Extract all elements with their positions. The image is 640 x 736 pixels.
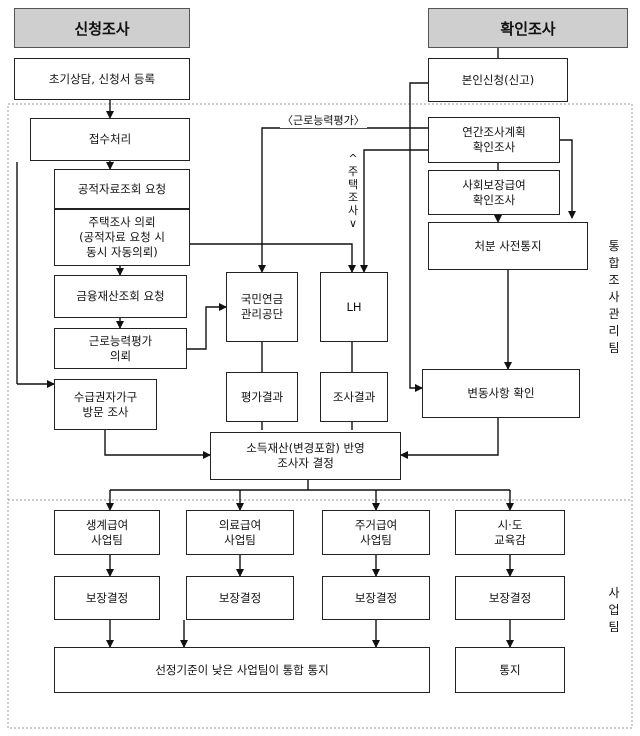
change-check-box: 변동사항 확인 [422, 369, 580, 418]
housing-request-box: 주택조사 의뢰 (공적자료 요청 시 동시 자동의뢰) [54, 209, 190, 266]
lh-box: LH [320, 272, 388, 342]
team-medical-box: 의료급여 사업팀 [186, 510, 294, 555]
public-data-box: 공적자료조회 요청 [54, 169, 190, 209]
survey-result-box: 조사결과 [320, 372, 388, 422]
integrated-team-label: 통 합 조 사 관 리 팀 [608, 239, 620, 355]
notice-box: 통지 [455, 647, 565, 693]
home-visit-box: 수급권자가구 방문 조사 [54, 379, 157, 430]
nps-box: 국민연금 관리공단 [226, 272, 298, 342]
guarantee-living-box: 보장결정 [54, 576, 160, 620]
intake-box: 초기상담, 신청서 등록 [14, 58, 190, 100]
decision-box: 소득재산(변경포함) 반영 조사자 결정 [210, 432, 401, 480]
work-eval-request-box: 근로능력평가 의뢰 [54, 328, 187, 369]
guarantee-edu-box: 보장결정 [455, 576, 565, 620]
receipt-box: 접수처리 [30, 118, 190, 161]
guarantee-medical-box: 보장결정 [186, 576, 294, 620]
header-application-survey: 신청조사 [14, 8, 190, 48]
housing-survey-label: ^ 주 택 조 사 ∨ [346, 152, 360, 230]
business-team-label: 사 업 팀 [608, 586, 620, 634]
work-eval-label: 〈근로능력평가〉 [280, 112, 367, 128]
finance-box: 금융재산조회 요청 [54, 275, 187, 318]
eval-result-box: 평가결과 [226, 372, 298, 422]
pre-notice-box: 처분 사전통지 [428, 222, 588, 270]
annual-plan-box: 연간조사계획 확인조사 [428, 117, 560, 163]
team-living-box: 생계급여 사업팀 [54, 510, 160, 555]
self-report-box: 본인신청(신고) [428, 58, 568, 102]
team-edu-box: 시·도 교육감 [455, 510, 565, 555]
social-benefit-box: 사회보장급여 확인조사 [428, 170, 560, 215]
team-housing-box: 주거급여 사업팀 [322, 510, 430, 555]
final-notice-box: 선정기준이 낮은 사업팀이 통합 통지 [54, 647, 430, 693]
guarantee-housing-box: 보장결정 [322, 576, 430, 620]
header-verification-survey: 확인조사 [428, 8, 628, 48]
